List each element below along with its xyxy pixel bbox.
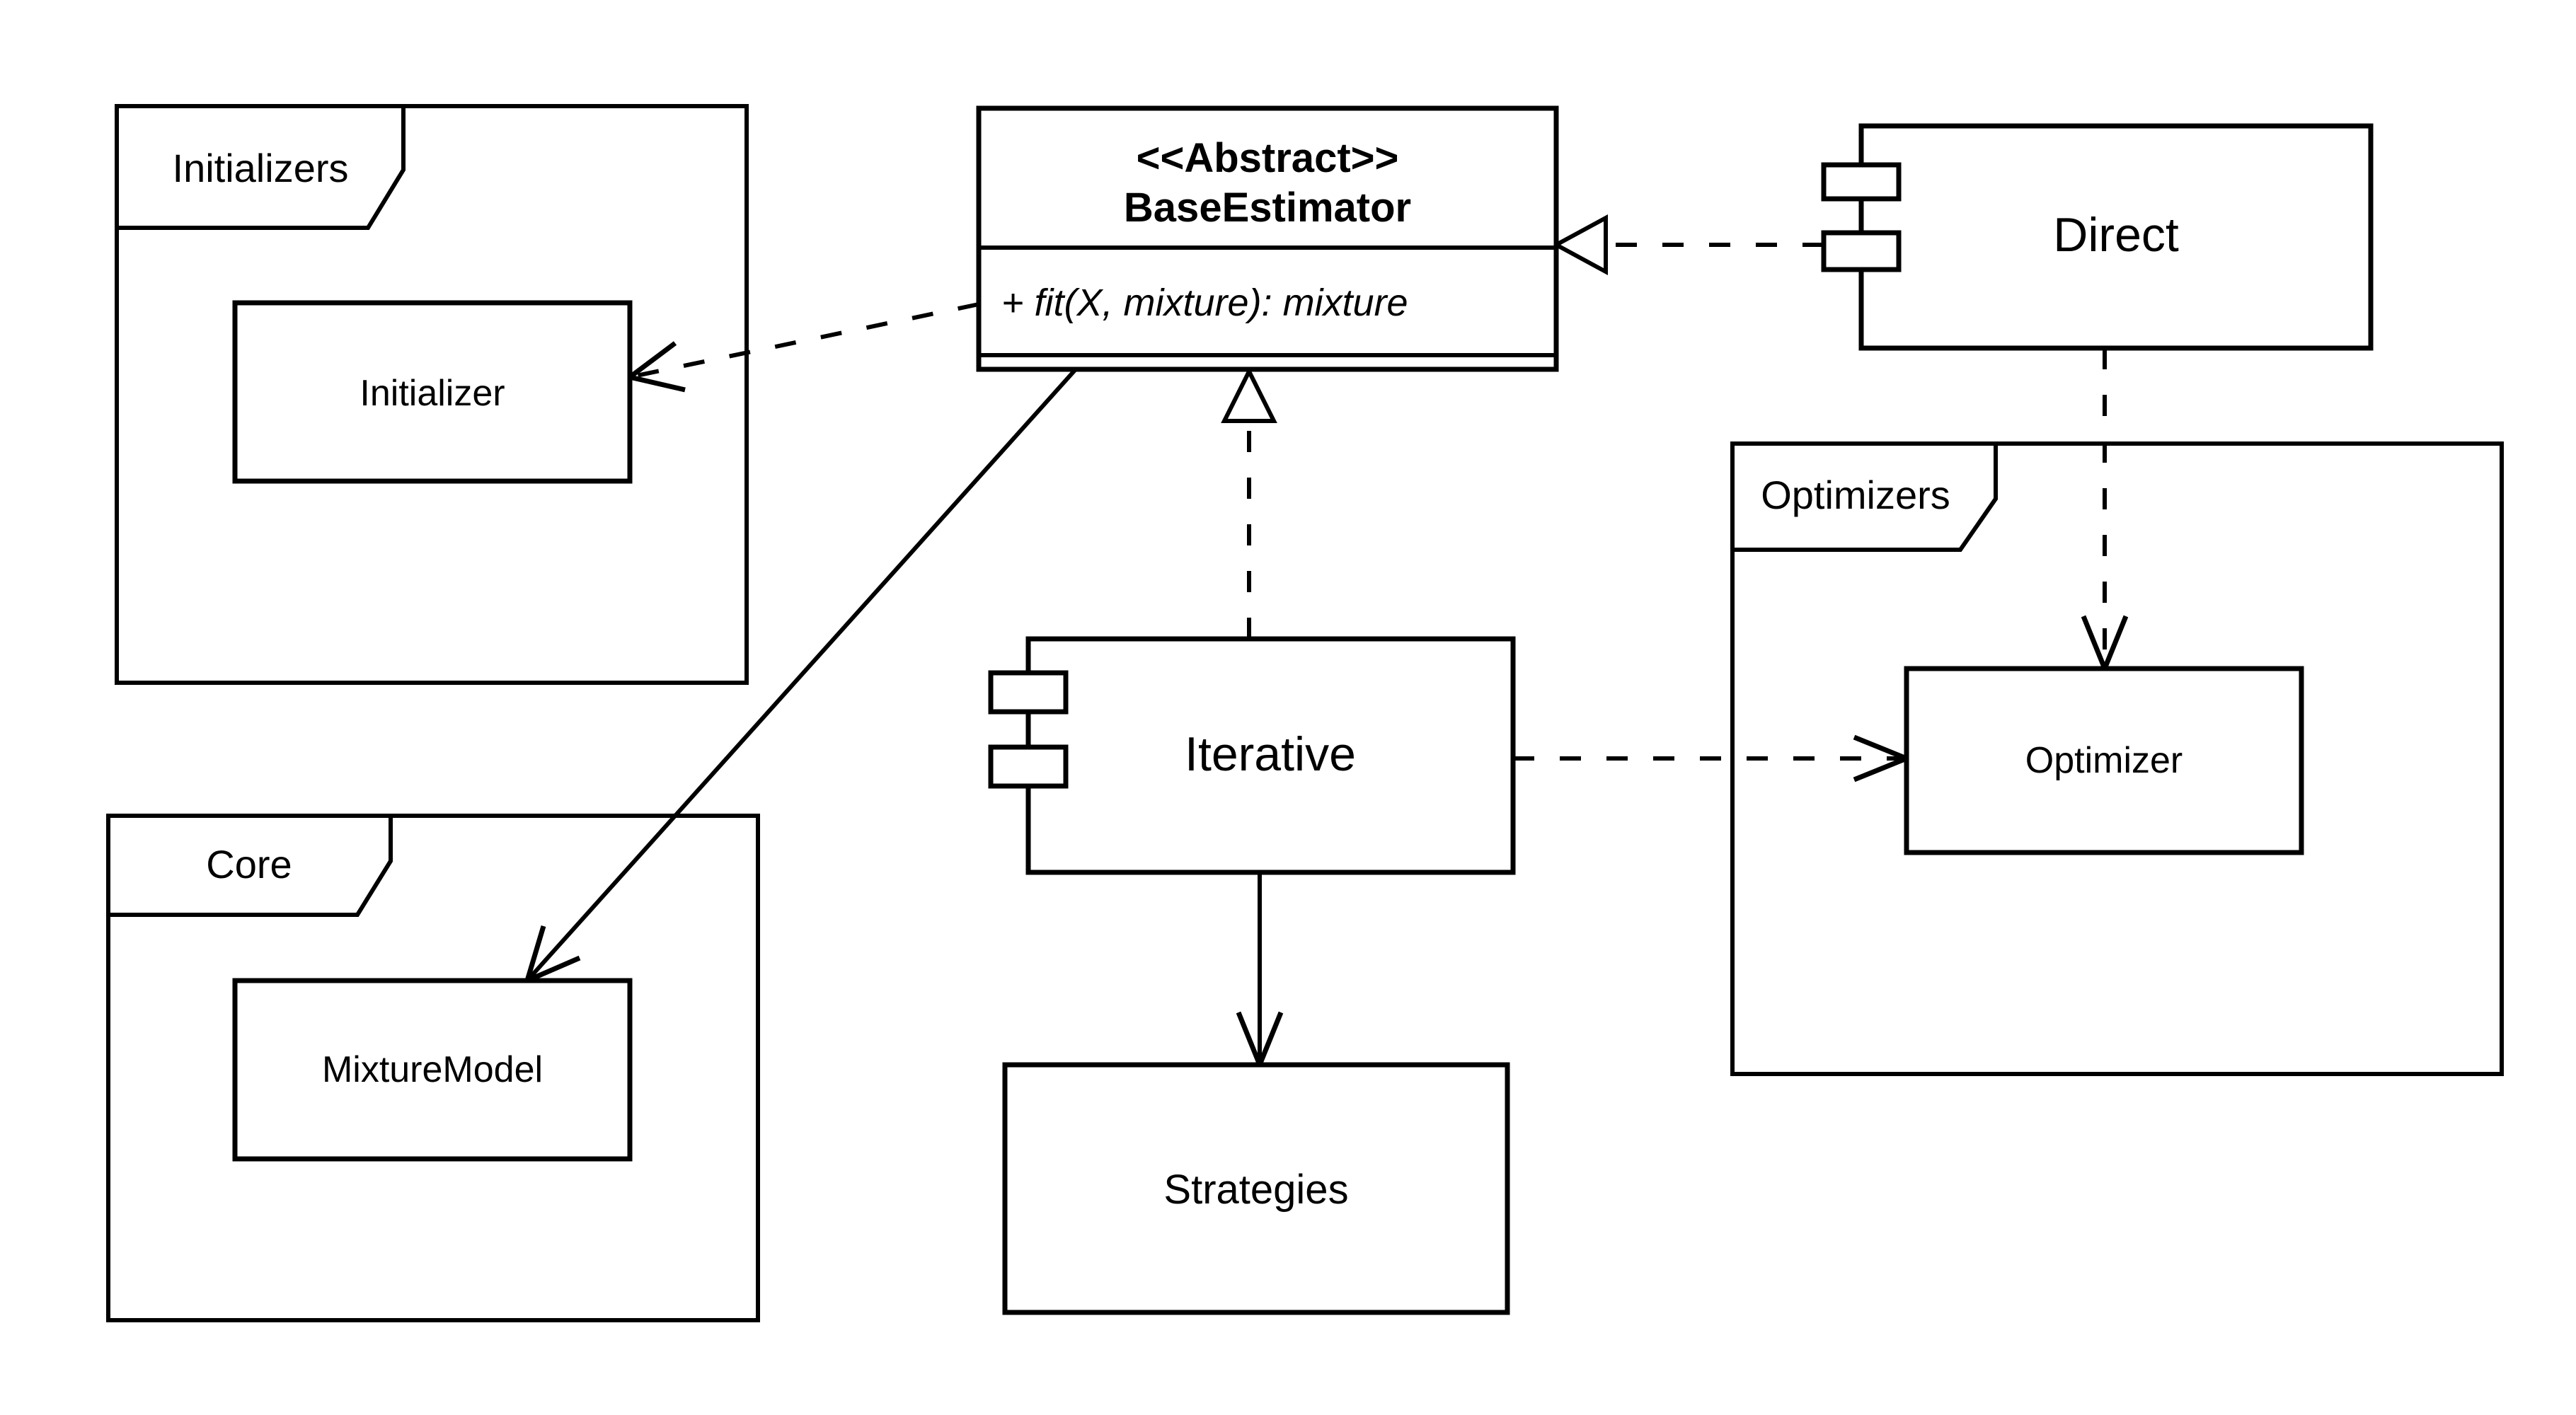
- package-initializers: [115, 104, 749, 685]
- class-initializer-box: [232, 300, 633, 484]
- class-baseestimator-name: BaseEstimator: [1123, 185, 1412, 231]
- class-initializer-label: Initializer: [360, 373, 505, 414]
- hollow-triangle: [1551, 214, 1608, 276]
- component-icon: [988, 744, 1069, 789]
- component-iterative-label: Iterative: [1185, 727, 1356, 781]
- component-icon: [1821, 230, 1902, 272]
- class-mixturemodel-label: MixtureModel: [321, 1049, 544, 1090]
- class-strategies-label: Strategies: [1163, 1167, 1349, 1213]
- class-baseestimator-box: [976, 105, 1559, 372]
- dependency-iterative-strategies: [1236, 872, 1284, 1072]
- hollow-triangle: [1221, 366, 1277, 423]
- component-direct-label: Direct: [2053, 208, 2179, 262]
- class-strategies-box: [1002, 1062, 1510, 1315]
- class-mixturemodel-box: [232, 978, 633, 1162]
- class-baseestimator-method: + fit(X, mixture): mixture: [1001, 282, 1408, 324]
- package-optimizers-label: Optimizers: [1761, 473, 1950, 517]
- class-baseestimator-stereotype: <<Abstract>>: [1136, 135, 1399, 181]
- component-iterative-box: [988, 636, 1516, 875]
- component-icon: [988, 670, 1069, 715]
- package-initializers-tab: [115, 104, 406, 230]
- package-core-tab: [106, 814, 393, 917]
- realization-direct-baseestimator: [1551, 214, 1824, 276]
- component-icon: [1821, 162, 1902, 202]
- component-direct-box: [1821, 123, 2374, 351]
- class-optimizer-label: Optimizer: [2025, 740, 2183, 781]
- package-core-label: Core: [206, 842, 292, 886]
- class-optimizer-box: [1904, 666, 2304, 855]
- realization-iterative-baseestimator: [1221, 366, 1277, 639]
- package-initializers-label: Initializers: [172, 146, 349, 190]
- package-optimizers-tab: [1730, 441, 1998, 552]
